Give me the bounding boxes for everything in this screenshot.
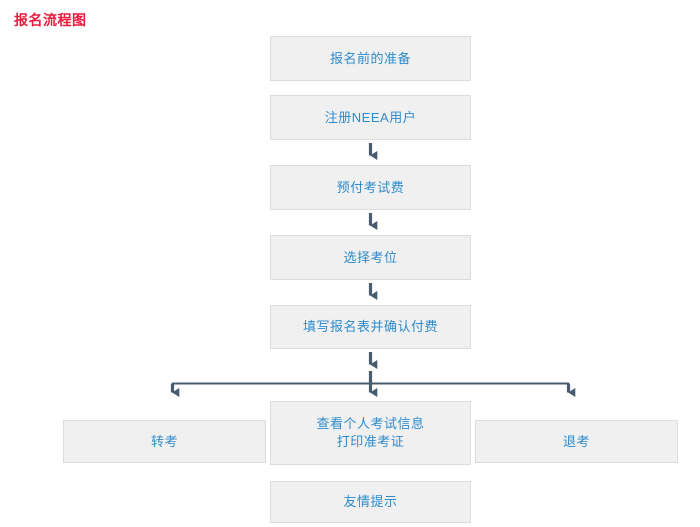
node-label: 退考	[562, 433, 590, 449]
node-label: 友情提示	[343, 494, 398, 509]
node-label: 预付考试费	[336, 179, 405, 195]
node-label: 填写报名表并确认付费	[302, 319, 438, 334]
node-prepay-fee[interactable]: 预付考试费	[270, 165, 471, 210]
node-label: 报名前的准备	[329, 50, 411, 66]
node-label: 选择考位	[343, 249, 398, 265]
page-title: 报名流程图	[14, 12, 87, 28]
node-transfer-exam[interactable]: 转考	[63, 420, 266, 463]
node-preparation[interactable]: 报名前的准备	[270, 36, 471, 81]
node-cancel-exam[interactable]: 退考	[475, 420, 678, 463]
node-select-seat[interactable]: 选择考位	[270, 235, 471, 280]
node-label: 注册NEEA用户	[324, 109, 417, 125]
node-friendly-tips[interactable]: 友情提示	[270, 481, 471, 523]
node-label: 转考	[150, 433, 178, 449]
node-label: 查看个人考试信息 打印准考证	[316, 416, 425, 449]
node-view-info-print-admission[interactable]: 查看个人考试信息 打印准考证	[270, 401, 471, 465]
node-register-neea[interactable]: 注册NEEA用户	[270, 95, 471, 140]
node-fill-form-confirm-payment[interactable]: 填写报名表并确认付费	[270, 305, 471, 349]
